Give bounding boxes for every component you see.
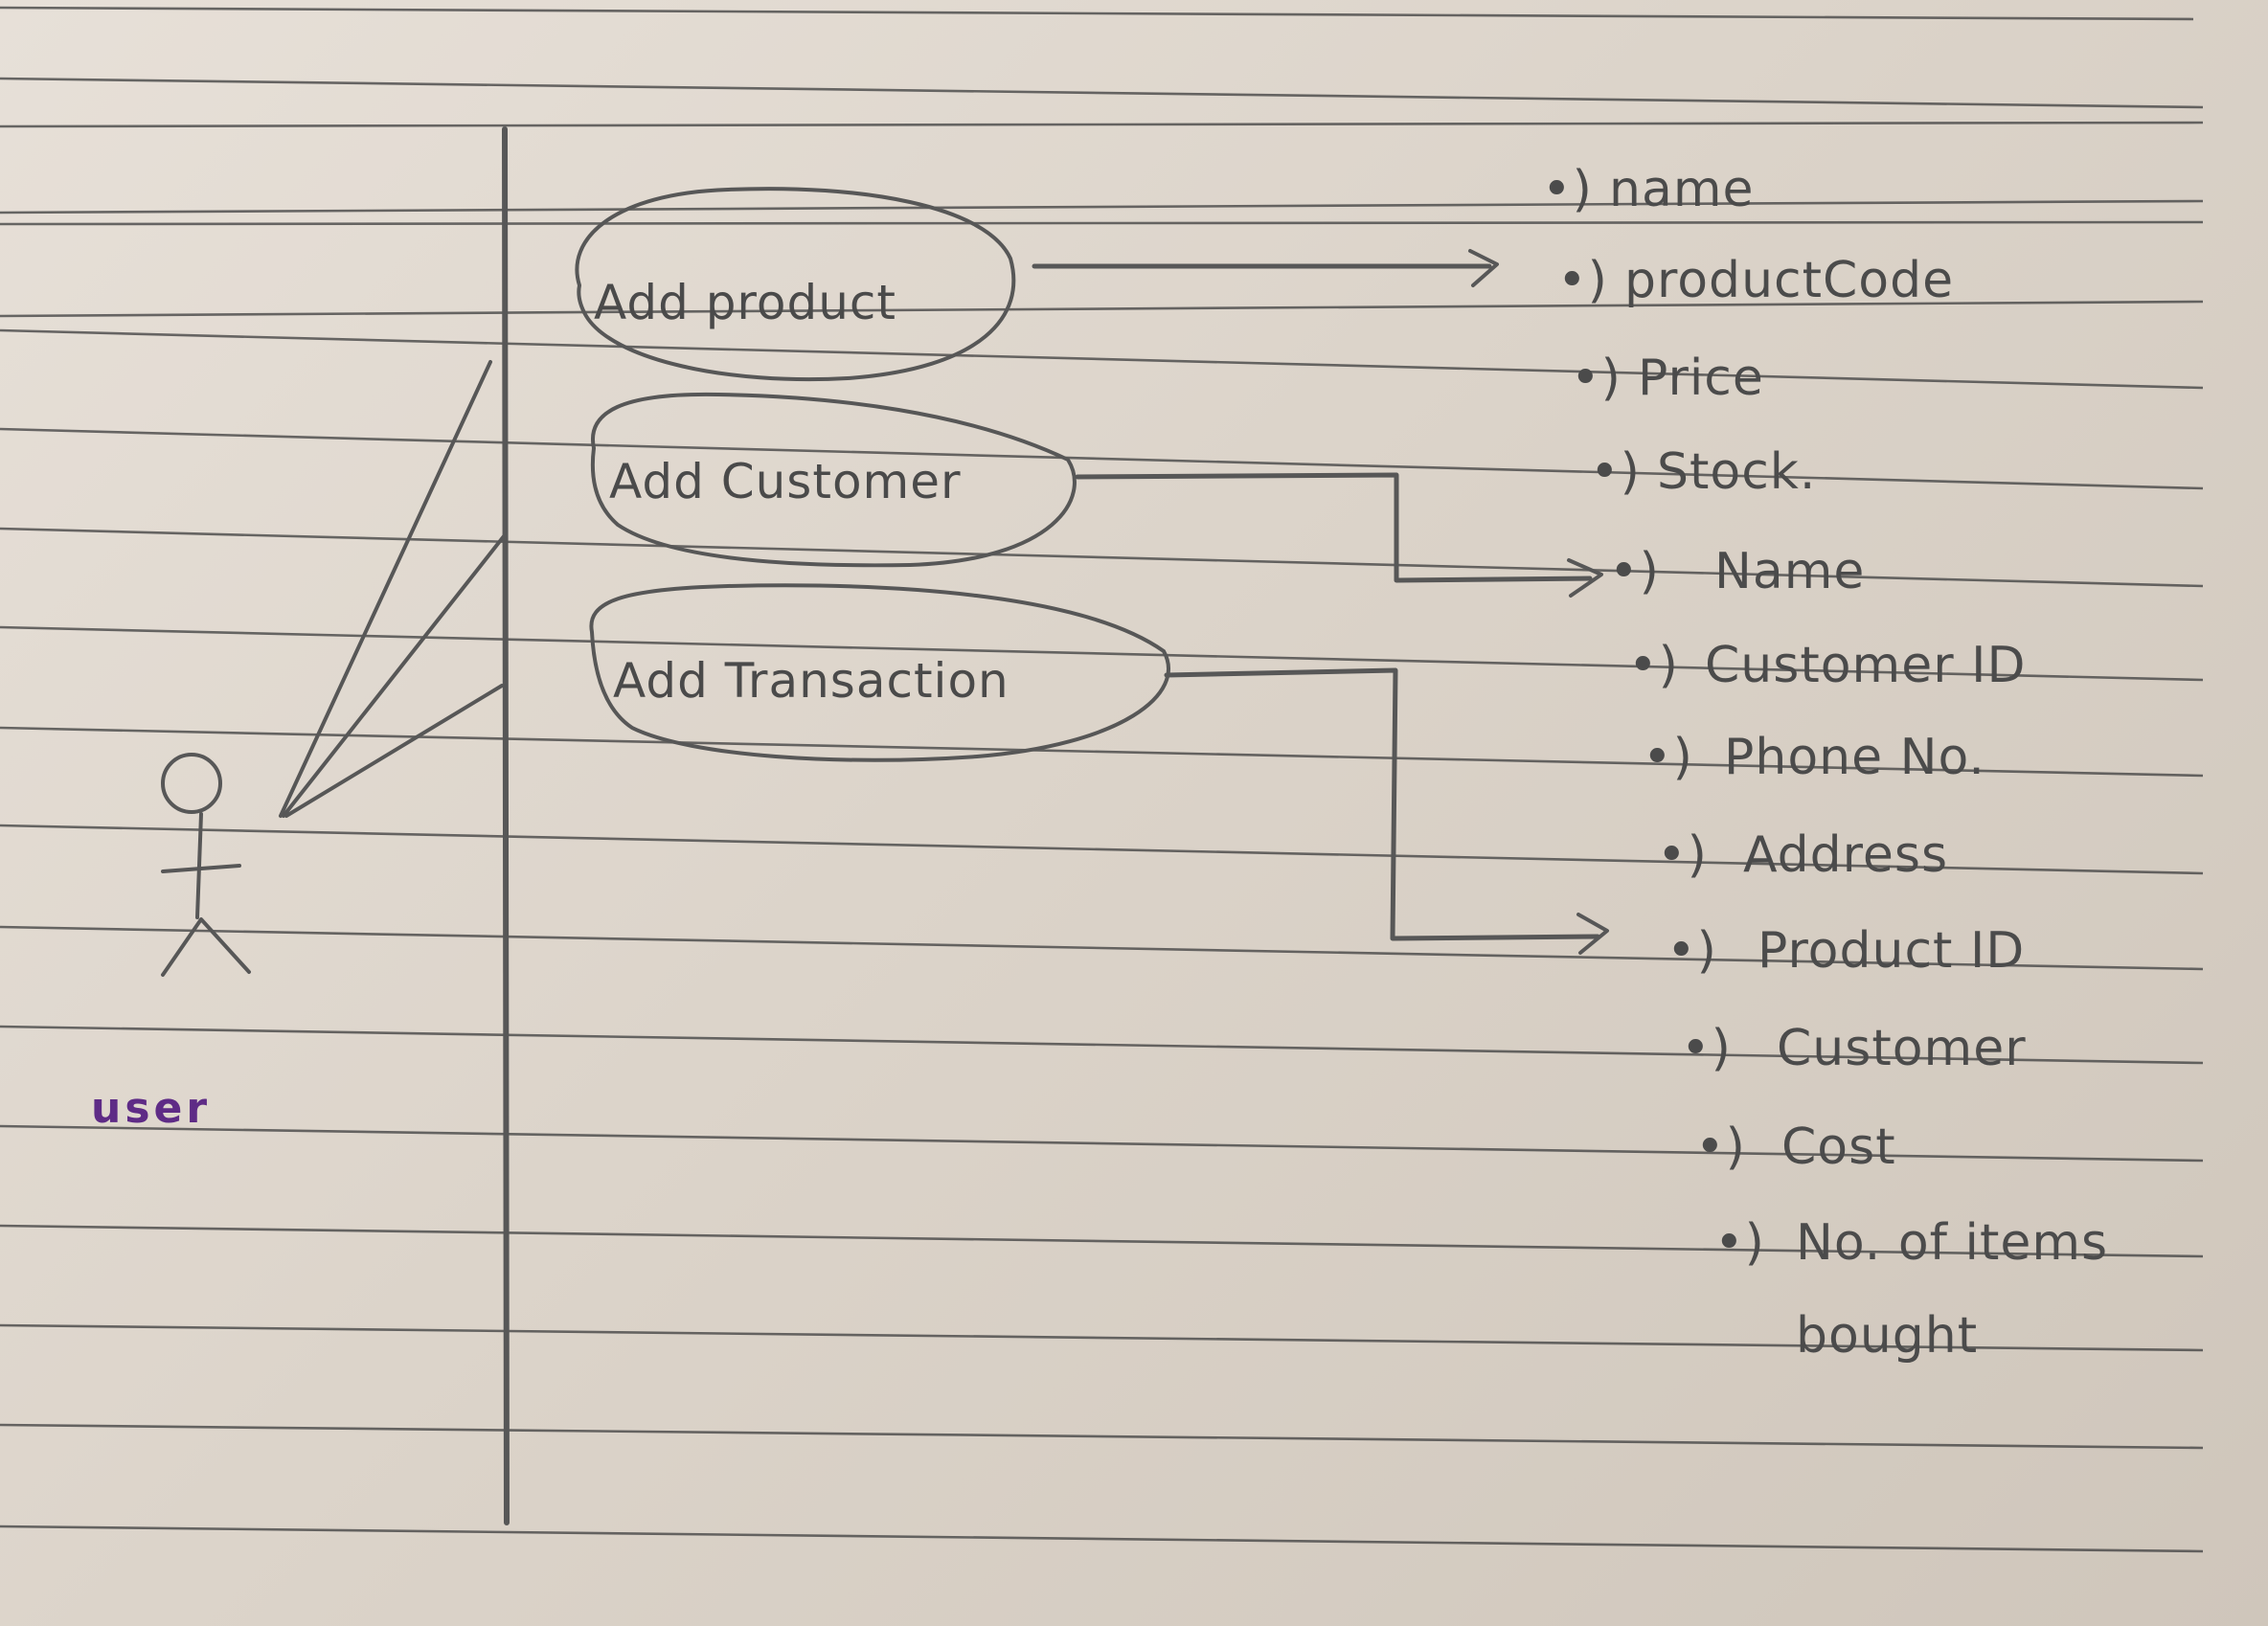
attribute-item: Address (1743, 826, 1948, 884)
arrowhead-add-customer (1567, 558, 1603, 598)
connector-add-transaction (1164, 667, 1600, 941)
usecase-label: Add Transaction (613, 653, 1009, 709)
ruled-lines (0, 6, 2204, 1553)
association-add-product (279, 360, 492, 818)
attribute-bullet: •) (1542, 161, 1593, 218)
attribute-bullet: •) (1609, 543, 1660, 600)
attribute-item: Product ID (1758, 922, 2025, 980)
association-add-customer (282, 534, 506, 818)
actor-label: user (91, 1084, 211, 1133)
attribute-item: No. of items (1796, 1214, 2108, 1272)
usecase-label: Add product (594, 275, 896, 330)
attribute-bullet: •) (1667, 922, 1717, 980)
actor-associations (279, 360, 506, 818)
attribute-bullet: •) (1643, 729, 1693, 786)
usecase-oval (575, 187, 1016, 382)
actor-head (161, 753, 222, 814)
attribute-item: productCode (1624, 252, 1954, 309)
attribute-bullet: •) (1695, 1118, 1746, 1176)
actor-stick-figure (161, 753, 251, 977)
arrowhead-add-product (1468, 249, 1499, 287)
attribute-list-transaction: •) Product ID •) Customer •) Cost •) No.… (1667, 922, 2108, 1365)
association-add-transaction (284, 684, 504, 818)
system-boundary-line (502, 126, 510, 1525)
attribute-item: Customer ID (1705, 637, 2027, 694)
attribute-item: Customer (1777, 1020, 2027, 1077)
attribute-list-product: •) name •) productCode •) Price •) Stock… (1542, 161, 1954, 501)
arrowhead-add-transaction (1576, 913, 1609, 955)
attribute-item: bought (1796, 1307, 1978, 1365)
attribute-bullet: •) (1628, 637, 1679, 694)
usecase-oval (590, 392, 1077, 568)
attribute-bullet: •) (1714, 1214, 1765, 1272)
actor-arms (161, 864, 241, 873)
actor-body (195, 812, 203, 919)
attribute-item: Stock. (1657, 443, 1816, 501)
attribute-bullet: •) (1590, 443, 1641, 501)
attribute-item: Phone No. (1724, 729, 1985, 786)
usecase-label: Add Customer (609, 454, 962, 509)
usecase-add-product: Add product (575, 187, 1016, 382)
connector-add-customer (1075, 472, 1593, 583)
attribute-item: Cost (1781, 1118, 1896, 1176)
attribute-connectors (1032, 249, 1609, 955)
attribute-item: Price (1638, 350, 1764, 407)
usecase-add-transaction: Add Transaction (589, 583, 1170, 762)
attribute-bullet: •) (1681, 1020, 1732, 1077)
attribute-bullet: •) (1557, 252, 1608, 309)
attribute-bullet: •) (1657, 826, 1708, 884)
usecase-oval (589, 583, 1170, 762)
actor-legs (161, 917, 251, 977)
attribute-bullet: •) (1571, 350, 1622, 407)
attribute-item: name (1609, 161, 1754, 218)
attribute-list-customer: •) Name •) Customer ID •) Phone No. •) A… (1609, 543, 2027, 884)
attribute-item: Name (1714, 543, 1865, 600)
usecase-add-customer: Add Customer (590, 392, 1077, 568)
